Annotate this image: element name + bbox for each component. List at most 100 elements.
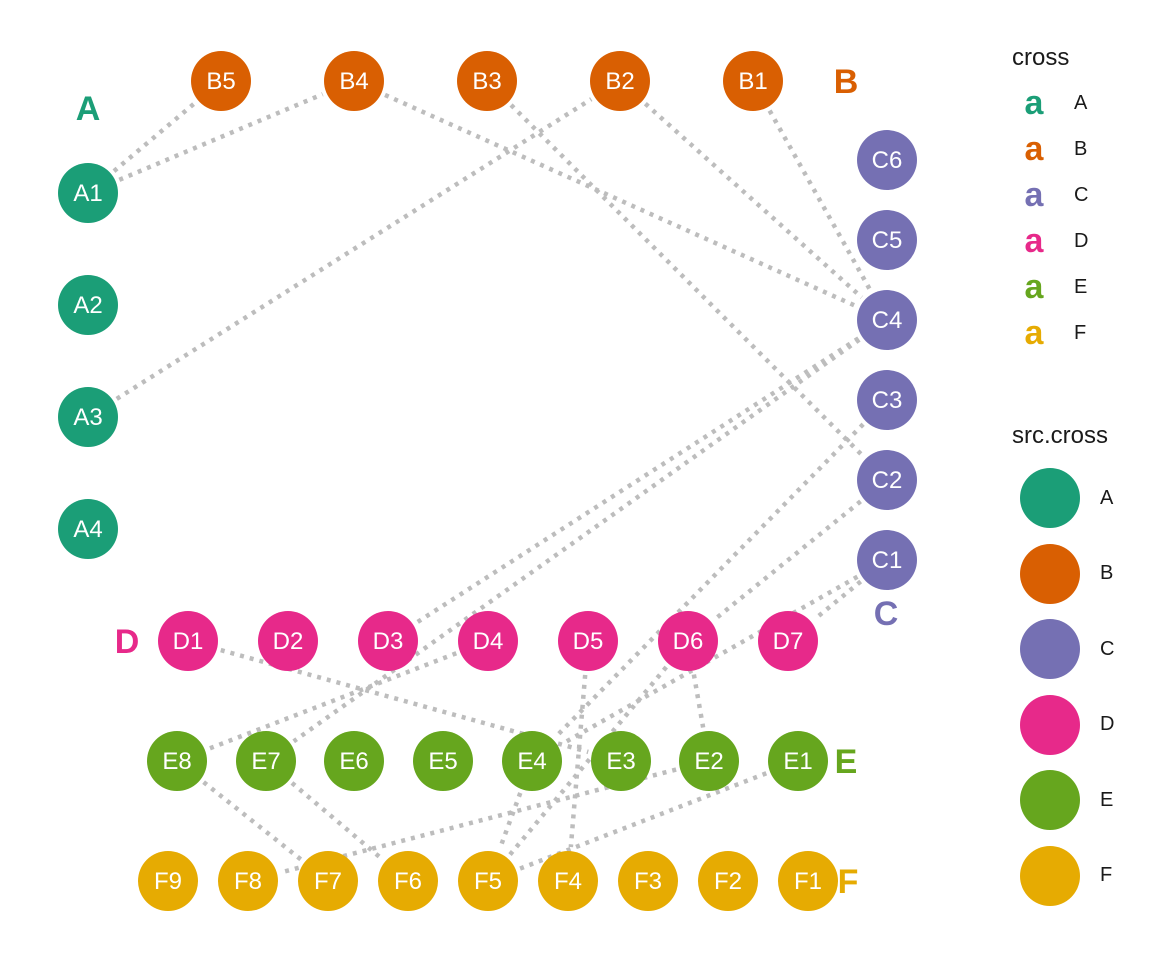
node-A1: A1 <box>58 163 118 223</box>
node-B3: B3 <box>457 51 517 111</box>
edge-A3-B2 <box>115 97 593 401</box>
node-label-E2: E2 <box>694 748 723 775</box>
legend-src-cross-dot-C <box>1020 619 1080 679</box>
legend-src-cross-title: src.cross <box>1012 422 1108 449</box>
node-label-D5: D5 <box>573 628 604 655</box>
node-E6: E6 <box>324 731 384 791</box>
node-circle-C6 <box>857 130 917 190</box>
node-C3: C3 <box>857 370 917 430</box>
node-circle-F3 <box>618 851 678 911</box>
node-circle-B1 <box>723 51 783 111</box>
legend-cross-label-D: D <box>1074 229 1089 252</box>
node-circle-C1 <box>857 530 917 590</box>
node-circle-F7 <box>298 851 358 911</box>
node-F8: F8 <box>218 851 278 911</box>
node-label-A3: A3 <box>73 404 102 431</box>
group-label-E: E <box>835 743 858 781</box>
node-E8: E8 <box>147 731 207 791</box>
node-label-D1: D1 <box>173 628 204 655</box>
group-label-C: C <box>874 595 899 633</box>
node-label-F1: F1 <box>794 868 822 895</box>
edge-E8-F7 <box>202 780 303 862</box>
legend-src-cross-item-C: C <box>1020 619 1114 679</box>
node-circle-B2 <box>590 51 650 111</box>
node-circle-F8 <box>218 851 278 911</box>
node-D5: D5 <box>558 611 618 671</box>
node-label-E8: E8 <box>162 748 191 775</box>
node-label-F3: F3 <box>634 868 662 895</box>
node-D3: D3 <box>358 611 418 671</box>
node-label-F5: F5 <box>474 868 502 895</box>
node-A3: A3 <box>58 387 118 447</box>
node-circle-A2 <box>58 275 118 335</box>
node-label-D6: D6 <box>673 628 704 655</box>
legend-cross-glyph-B: a <box>1024 130 1044 168</box>
node-label-C3: C3 <box>872 387 903 414</box>
legend-src-cross-dot-A <box>1020 468 1080 528</box>
edge-B3-C2 <box>509 103 865 458</box>
node-B2: B2 <box>590 51 650 111</box>
node-label-F2: F2 <box>714 868 742 895</box>
node-C2: C2 <box>857 450 917 510</box>
node-label-E3: E3 <box>606 748 635 775</box>
node-circle-E2 <box>679 731 739 791</box>
legend-src-cross-label-D: D <box>1100 713 1115 735</box>
node-label-B1: B1 <box>738 68 767 95</box>
node-label-C5: C5 <box>872 227 903 254</box>
legend-src-cross-item-F: F <box>1020 845 1112 906</box>
node-E4: E4 <box>502 731 562 791</box>
node-circle-D2 <box>258 611 318 671</box>
node-circle-E8 <box>147 731 207 791</box>
legend-src-cross-label-A: A <box>1100 486 1114 509</box>
node-label-B3: B3 <box>472 68 501 95</box>
legend-src-cross-label-C: C <box>1100 637 1115 660</box>
node-circle-C3 <box>857 370 917 430</box>
edge-C3-E4 <box>554 422 865 739</box>
edge-C4-D3 <box>415 336 860 625</box>
node-label-B5: B5 <box>206 68 235 95</box>
legend-src-cross-label-B: B <box>1100 562 1114 584</box>
edge-D6-F5 <box>508 665 668 857</box>
node-circle-B4 <box>324 51 384 111</box>
node-label-F8: F8 <box>234 868 262 895</box>
edge-D5-F4 <box>568 674 588 848</box>
legend-src-cross-item-B: B <box>1020 543 1114 604</box>
node-B1: B1 <box>723 51 783 111</box>
node-label-C4: C4 <box>872 307 903 334</box>
edge-A1-B5 <box>112 101 197 173</box>
node-D2: D2 <box>258 611 318 671</box>
legend-cross-label-B: B <box>1074 137 1088 160</box>
legend-cross-label-A: A <box>1074 91 1088 114</box>
legend-src-cross-dot-D <box>1020 694 1080 755</box>
node-C6: C6 <box>857 130 917 190</box>
node-E1: E1 <box>768 731 828 791</box>
legend-src-cross-item-D: D <box>1020 694 1115 755</box>
node-label-C6: C6 <box>872 147 903 174</box>
node-label-F9: F9 <box>154 868 182 895</box>
node-circle-D6 <box>658 611 718 671</box>
node-label-E7: E7 <box>251 748 280 775</box>
node-label-C1: C1 <box>872 547 903 574</box>
node-B4: B4 <box>324 51 384 111</box>
node-circle-C4 <box>857 290 917 350</box>
node-circle-D7 <box>758 611 818 671</box>
node-C5: C5 <box>857 210 917 270</box>
node-circle-C2 <box>857 450 917 510</box>
node-circle-F6 <box>378 851 438 911</box>
node-B5: B5 <box>191 51 251 111</box>
node-circle-D1 <box>158 611 218 671</box>
node-A4: A4 <box>58 499 118 559</box>
legend-cross-label-E: E <box>1074 275 1088 298</box>
edge-E7-F6 <box>290 781 384 861</box>
legend-cross-glyph-A: a <box>1024 84 1044 122</box>
edge-E4-F5 <box>497 792 523 850</box>
legend-cross-title: cross <box>1012 44 1070 71</box>
